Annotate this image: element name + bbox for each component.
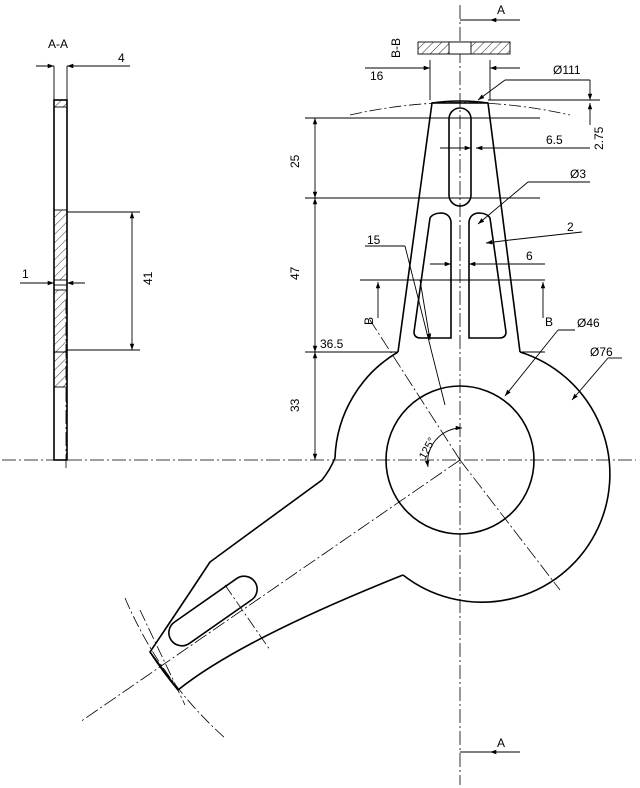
section-arrows [360,17,546,755]
section-b-cut-line [369,319,461,461]
leader-2-shelf [509,231,583,241]
label-dim-16: 16 [370,69,384,83]
label-dim-25: 25 [288,154,302,168]
label-bb-title: B-B [389,38,403,58]
tapered-arm [397,102,521,353]
label-a-top: A [497,3,505,17]
slot-tangent-left [139,609,186,706]
label-b-right: B [545,315,553,329]
label-dim-46: Ø46 [577,316,600,330]
label-dim-275: 2.75 [592,126,606,150]
leader-76 [571,357,609,401]
vertical-dimensions [305,117,545,460]
label-dim-6: 6 [526,249,533,263]
leader-111 [477,79,506,101]
label-dim-15: 15 [367,233,381,247]
radius-arc-bottom [124,597,226,739]
center-lines [2,5,636,785]
labels: A-A 4 1 41 B-B 16 Ø111 2.75 A A 25 47 33… [22,3,613,750]
section-bb-view [365,41,520,100]
lower-slot [168,575,258,647]
section-aa-hatch-low [53,289,68,353]
slots [168,107,507,647]
label-dim-3: Ø3 [570,167,586,181]
arm-tip-arc [431,100,489,104]
label-dim-47: 47 [288,266,302,280]
outer-boss-arc [402,351,611,603]
label-a-bottom: A [497,736,505,750]
angle-arc-125 [424,425,463,468]
section-aa-hatch-bottom [53,351,68,388]
lower-arm [149,457,404,692]
section-aa-hatch-mid [53,209,68,281]
boss-left-arc [334,351,399,459]
section-aa-view [20,63,140,461]
label-dim-33: 33 [288,398,302,412]
label-dim-365: 36.5 [320,337,344,351]
leader-15 [404,245,446,406]
right-window [468,212,507,339]
label-dim-111: Ø111 [553,63,581,77]
section-aa-hatch-top [53,99,68,108]
diagonal-centerline [459,459,561,591]
label-dim-76: Ø76 [590,345,613,359]
leader-2 [485,239,511,245]
upper-slot [448,107,472,207]
leader-46 [504,329,559,397]
section-bb-slot [448,41,472,55]
hub-hole [385,385,535,535]
label-dim-41: 41 [141,271,155,285]
leader-15-arrow [419,279,432,341]
slot-tangent-right [224,584,271,651]
label-dim-4: 4 [118,51,125,65]
part-outline [149,100,611,692]
label-aa-title: A-A [48,37,68,51]
label-b-left: B [362,317,376,325]
leader-dimensions [365,79,622,468]
label-dim-2: 2 [567,220,574,234]
label-dim-65: 6.5 [546,133,563,147]
left-window [413,212,452,339]
leader-3 [477,181,529,225]
label-dim-1: 1 [22,267,29,281]
radius-arc-top [349,102,571,116]
lower-arm-tip [149,651,179,691]
arm-centerline [79,459,461,723]
label-angle-125: 125° [417,436,438,462]
